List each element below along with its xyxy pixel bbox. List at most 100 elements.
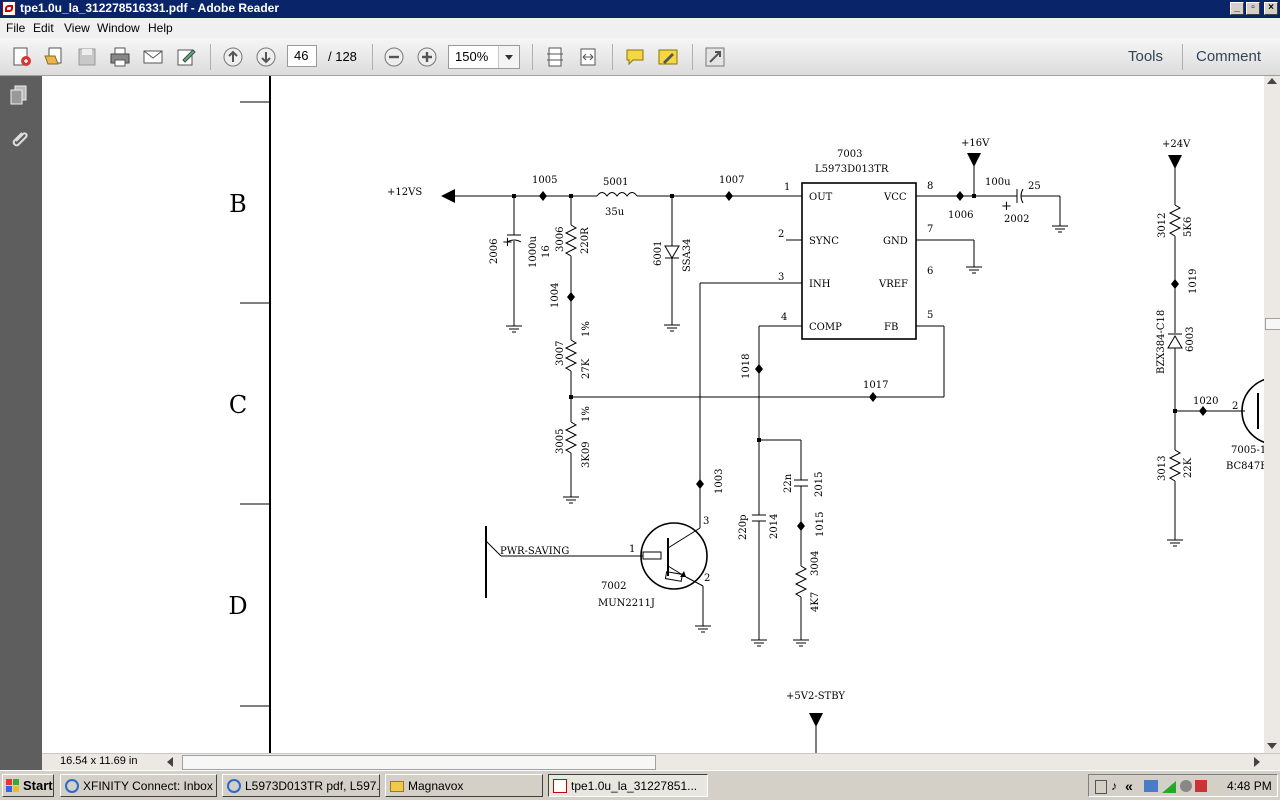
ic-pin-3: 3: [778, 272, 784, 283]
inductor-5001: 5001: [603, 177, 628, 188]
cap-2006: 2006: [489, 239, 500, 264]
res-3004-value: 4K7: [810, 592, 821, 612]
scroll-up-arrow-icon[interactable]: [1267, 78, 1277, 84]
toolbar: [0, 38, 1280, 76]
diode-6001-value: SSA34: [682, 239, 693, 272]
comment-pane-button[interactable]: Comment: [1196, 48, 1262, 65]
q7002-pin-2: 2: [704, 573, 710, 584]
cap-25: 25: [1028, 181, 1041, 192]
cap-2002: 2002: [1004, 214, 1029, 225]
zoom-in-icon[interactable]: [416, 46, 438, 68]
close-button[interactable]: ×: [1264, 2, 1278, 15]
signal-strength-icon[interactable]: [1162, 781, 1176, 793]
restore-button[interactable]: ▫: [1246, 2, 1260, 15]
zoom-out-icon[interactable]: [383, 46, 405, 68]
tray-expand-icon[interactable]: «: [1125, 778, 1133, 794]
sticky-note-icon[interactable]: [624, 46, 646, 68]
cap-2015-value: 22n: [783, 473, 794, 493]
highlight-icon[interactable]: [657, 46, 679, 68]
scroll-down-arrow-icon[interactable]: [1267, 743, 1277, 749]
keyboard-icon[interactable]: [1095, 780, 1107, 794]
fit-page-icon[interactable]: [544, 46, 566, 68]
previous-page-icon[interactable]: [222, 46, 244, 68]
row-label-b: B: [229, 190, 247, 218]
res-3006-value: 220R: [580, 227, 591, 254]
res-3004: 3004: [810, 551, 821, 576]
open-file-icon[interactable]: [43, 46, 65, 68]
tp-1004: 1004: [550, 283, 561, 308]
next-page-icon[interactable]: [255, 46, 277, 68]
title-bar: tpe1.0u_la_312278516331.pdf - Adobe Read…: [0, 0, 1280, 18]
taskbar-item-l5973[interactable]: L5973D013TR pdf, L597...: [222, 774, 380, 797]
vertical-scrollbar[interactable]: [1264, 76, 1280, 753]
res-3005-value: 3K09: [581, 441, 592, 468]
row-label-c: C: [229, 391, 247, 419]
res-3006: 3006: [555, 227, 566, 252]
network-icon[interactable]: [1144, 780, 1158, 792]
security-tray-icon[interactable]: [1195, 780, 1207, 792]
menu-window[interactable]: Window: [97, 21, 140, 35]
folder-icon: [390, 781, 404, 792]
sign-form-icon[interactable]: [175, 46, 197, 68]
taskbar-item-label: tpe1.0u_la_31227851...: [571, 779, 698, 793]
q7002-pin-3: 3: [703, 516, 709, 527]
save-icon[interactable]: [76, 46, 98, 68]
res-3013: 3013: [1157, 456, 1168, 481]
horizontal-scroll-thumb[interactable]: [182, 755, 656, 770]
net-label-16v: +16V: [961, 138, 990, 149]
scroll-left-arrow-icon[interactable]: [167, 757, 173, 767]
navigation-panel: [0, 76, 42, 770]
taskbar-item-xfinity[interactable]: XFINITY Connect: Inbox ...: [60, 774, 217, 797]
print-icon[interactable]: [109, 46, 131, 68]
menu-file[interactable]: File: [6, 21, 26, 35]
taskbar-item-label: Magnavox: [408, 779, 464, 793]
settings-tray-icon[interactable]: [1180, 780, 1192, 792]
taskbar-item-label: XFINITY Connect: Inbox ...: [83, 779, 217, 793]
diode-6003: 6003: [1185, 327, 1196, 352]
ic-7003: 7003: [837, 149, 862, 160]
vertical-scroll-thumb[interactable]: [1265, 318, 1280, 330]
tray-volume-icon[interactable]: ♪: [1111, 779, 1117, 793]
start-button[interactable]: Start: [2, 774, 54, 797]
q7002-pin-1: 1: [629, 544, 635, 555]
ic-gnd: GND: [883, 236, 908, 247]
expand-icon[interactable]: [704, 46, 726, 68]
tp-1018: 1018: [741, 354, 752, 379]
transistor-7005: 7005-1: [1231, 445, 1264, 456]
menu-edit[interactable]: Edit: [33, 21, 54, 35]
menu-view[interactable]: View: [64, 21, 90, 35]
internet-explorer-icon: [65, 779, 79, 793]
scroll-right-arrow-icon[interactable]: [1254, 757, 1260, 767]
create-pdf-icon[interactable]: [10, 46, 32, 68]
taskbar-item-magnavox[interactable]: Magnavox: [385, 774, 543, 797]
attachments-icon[interactable]: [8, 128, 30, 150]
start-label: Start: [23, 778, 53, 793]
tp-1015: 1015: [815, 512, 826, 537]
page-thumbnails-icon[interactable]: [8, 84, 30, 106]
taskbar-item-adobe-reader[interactable]: tpe1.0u_la_31227851...: [548, 774, 708, 797]
windows-logo-icon: [6, 779, 19, 792]
ic-out: OUT: [809, 192, 833, 203]
email-icon[interactable]: [142, 46, 164, 68]
zoom-value: 150%: [455, 49, 489, 64]
menu-help[interactable]: Help: [148, 21, 173, 35]
horizontal-scrollbar[interactable]: [42, 753, 1280, 770]
net-label-pwr-saving: PWR-SAVING: [500, 546, 569, 557]
clock: 4:48 PM: [1227, 779, 1272, 793]
ic-pin-7: 7: [927, 224, 933, 235]
tools-pane-button[interactable]: Tools: [1128, 48, 1164, 65]
fit-width-icon[interactable]: [577, 46, 599, 68]
page-number-input[interactable]: 46: [287, 45, 317, 67]
tp-1020: 1020: [1193, 396, 1218, 407]
internet-explorer-icon: [227, 779, 241, 793]
window-title: tpe1.0u_la_312278516331.pdf - Adobe Read…: [20, 1, 280, 15]
zoom-select[interactable]: 150%: [448, 45, 520, 69]
page-total: / 128: [328, 49, 357, 64]
chevron-down-icon[interactable]: [498, 46, 519, 68]
cap-2014-value: 220p: [738, 515, 749, 541]
ic-vcc: VCC: [883, 192, 907, 203]
document-view[interactable]: B C D +12VS 1005 5001 35u 1007 7003 L597…: [42, 76, 1264, 753]
svg-text:+: +: [1001, 199, 1012, 214]
minimize-button[interactable]: _: [1230, 2, 1244, 15]
ic-part-number: L5973D013TR: [815, 164, 889, 175]
